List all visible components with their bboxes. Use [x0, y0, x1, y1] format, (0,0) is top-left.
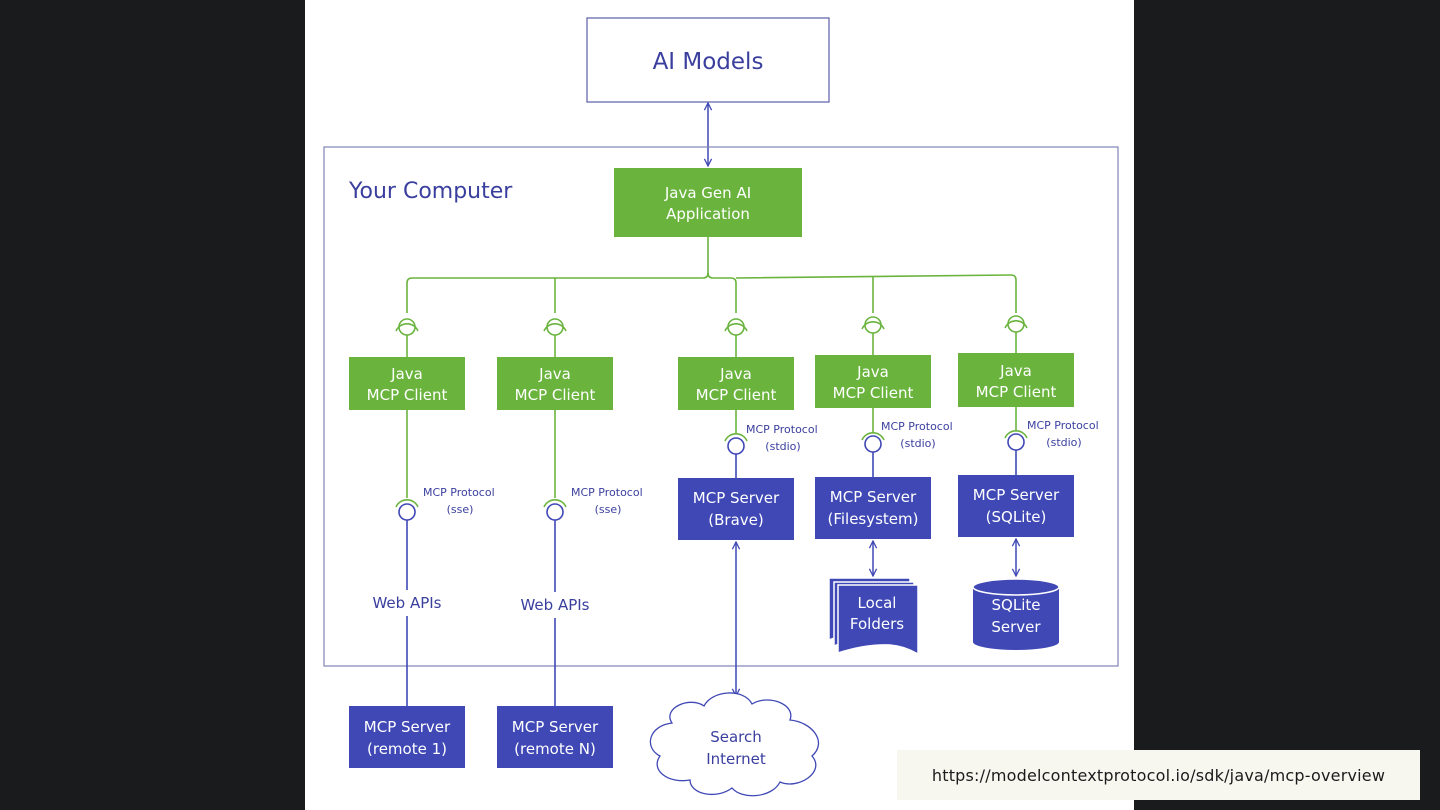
java-mcp-client-box: Java MCP Client	[349, 357, 465, 410]
client-label-line1: Java	[390, 365, 423, 383]
search-internet-label-line2: Internet	[706, 750, 766, 768]
protocol-transport: (sse)	[447, 503, 474, 516]
socket-icon	[543, 318, 567, 336]
java-mcp-client-box: Java MCP Client	[497, 357, 613, 410]
local-folders-icon: Local Folders	[828, 577, 919, 656]
mcp-server-sqlite-box: MCP Server (SQLite)	[958, 475, 1074, 537]
client-label-line2: MCP Client	[367, 386, 448, 404]
web-apis-label: Web APIs	[372, 594, 441, 612]
protocol-label: MCP Protocol	[423, 486, 495, 499]
protocol-to-server-lines	[406, 450, 1017, 706]
client-label-line2: MCP Client	[833, 384, 914, 402]
local-folders-label-line1: Local	[858, 594, 897, 612]
client-label-line2: MCP Client	[515, 386, 596, 404]
mcp-server-filesystem-box: MCP Server (Filesystem)	[815, 477, 931, 539]
ai-models-label: AI Models	[653, 49, 764, 75]
client-label-line1: Java	[719, 365, 752, 383]
protocol-label: MCP Protocol	[571, 486, 643, 499]
plug-icon	[727, 437, 745, 455]
sqlite-database-icon: SQLite Server	[972, 578, 1060, 650]
plug-icon	[1007, 433, 1025, 451]
app-label-line2: Application	[666, 205, 750, 223]
server-label-line2: (remote N)	[514, 740, 596, 758]
mcp-server-remote-n-box: MCP Server (remote N)	[497, 706, 613, 768]
socket-icon	[861, 316, 885, 334]
socket-icon	[395, 318, 419, 336]
client-boxes: Java MCP Client Java MCP Client Java MCP…	[349, 353, 1074, 410]
search-internet-cloud: Search Internet	[649, 692, 819, 797]
server-label-line2: (SQLite)	[986, 508, 1047, 526]
protocol-labels: MCP Protocol (sse) MCP Protocol (sse) MC…	[423, 419, 1099, 516]
your-computer-boundary: Your Computer	[323, 146, 1119, 667]
plug-icon	[398, 503, 416, 521]
source-url-link[interactable]: https://modelcontextprotocol.io/sdk/java…	[897, 750, 1420, 800]
client-label-line1: Java	[856, 363, 889, 381]
app-label-line1: Java Gen AI	[664, 184, 751, 202]
protocol-transport: (sse)	[595, 503, 622, 516]
protocol-transport: (stdio)	[1046, 436, 1081, 449]
client-connector-tree	[406, 237, 1017, 313]
protocol-label: MCP Protocol	[1027, 419, 1099, 432]
server-label-line1: MCP Server	[973, 486, 1060, 504]
ai-models-box: AI Models	[586, 17, 830, 103]
protocol-label: MCP Protocol	[746, 423, 818, 436]
client-sockets	[395, 315, 1028, 357]
protocol-transport: (stdio)	[900, 437, 935, 450]
java-mcp-client-box: Java MCP Client	[678, 357, 794, 410]
client-label-line2: MCP Client	[976, 383, 1057, 401]
socket-icon	[724, 318, 748, 336]
sqlite-label-line1: SQLite	[992, 596, 1041, 614]
remote-server-boxes: MCP Server (remote 1) MCP Server (remote…	[349, 706, 613, 768]
client-to-protocol-lines	[395, 407, 1028, 508]
local-folders-label-line2: Folders	[850, 615, 904, 633]
resource-arrows	[736, 539, 1016, 696]
protocol-plugs	[398, 433, 1025, 521]
mcp-server-remote-1-box: MCP Server (remote 1)	[349, 706, 465, 768]
local-server-boxes: MCP Server (Brave) MCP Server (Filesyste…	[678, 475, 1074, 540]
server-label-line2: (Filesystem)	[827, 510, 918, 528]
plug-icon	[546, 503, 564, 521]
server-label-line2: (Brave)	[708, 511, 763, 529]
socket-icon	[1004, 315, 1028, 333]
server-label-line1: MCP Server	[830, 488, 917, 506]
mcp-server-brave-box: MCP Server (Brave)	[678, 478, 794, 540]
client-label-line1: Java	[538, 365, 571, 383]
client-label-line2: MCP Client	[696, 386, 777, 404]
web-apis-labels: Web APIs Web APIs	[372, 594, 589, 614]
protocol-label: MCP Protocol	[881, 420, 953, 433]
java-gen-ai-app-box: Java Gen AI Application	[614, 168, 802, 237]
protocol-transport: (stdio)	[765, 440, 800, 453]
server-label-line1: MCP Server	[693, 489, 780, 507]
java-mcp-client-box: Java MCP Client	[815, 355, 931, 408]
web-apis-label: Web APIs	[520, 596, 589, 614]
sqlite-label-line2: Server	[991, 618, 1041, 636]
server-label-line1: MCP Server	[364, 718, 451, 736]
server-label-line2: (remote 1)	[367, 740, 447, 758]
server-label-line1: MCP Server	[512, 718, 599, 736]
java-mcp-client-box: Java MCP Client	[958, 353, 1074, 407]
client-label-line1: Java	[999, 362, 1032, 380]
your-computer-label: Your Computer	[348, 179, 513, 204]
search-internet-label-line1: Search	[710, 728, 762, 746]
plug-icon	[864, 435, 882, 453]
